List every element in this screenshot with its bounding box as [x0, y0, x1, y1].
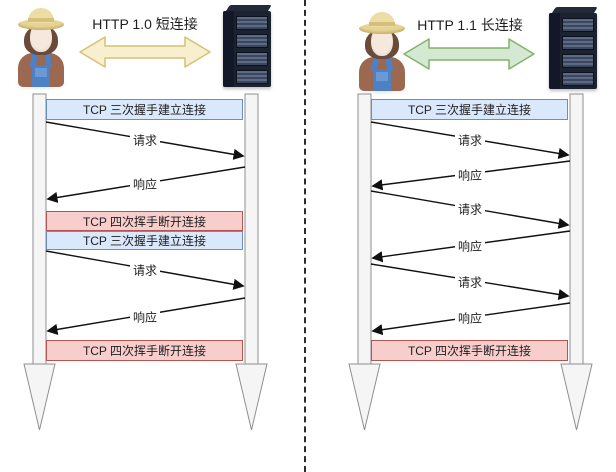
down-arrow-icon	[235, 363, 268, 431]
client-farmer-icon	[11, 5, 71, 91]
straw-hat-brim	[18, 19, 64, 30]
message-label-request: 请求	[454, 273, 486, 291]
left-panel-title: HTTP 1.0 短连接	[92, 16, 198, 32]
overall-bib	[376, 72, 388, 81]
tcp-connect-box: TCP 三次握手建立连接	[371, 99, 568, 120]
server-rack-icon	[221, 4, 275, 92]
message-label-response: 响应	[454, 309, 486, 327]
straw-hat-band	[369, 22, 395, 26]
lifeline-server-left	[244, 93, 259, 365]
down-arrow-icon	[348, 363, 381, 431]
server-side-panel	[223, 11, 234, 87]
lifeline-client-right	[357, 93, 372, 365]
down-arrow-icon	[23, 363, 56, 431]
server-drive-bay	[236, 52, 268, 66]
tcp-disconnect-box: TCP 四次挥手断开连接	[371, 340, 568, 361]
server-drive-bay	[562, 36, 594, 50]
message-label-response: 响应	[454, 237, 486, 255]
server-side-panel	[549, 13, 560, 89]
overall-bib	[35, 68, 47, 77]
tcp-disconnect-box: TCP 四次挥手断开连接	[46, 340, 243, 361]
message-label-request: 请求	[129, 261, 161, 279]
message-label-request: 请求	[454, 200, 486, 218]
panel-divider	[304, 0, 306, 472]
client-farmer-icon	[352, 9, 412, 95]
tcp-disconnect-box: TCP 四次挥手断开连接	[46, 211, 243, 231]
message-label-response: 响应	[454, 166, 486, 184]
tcp-connect-box: TCP 三次握手建立连接	[46, 231, 243, 250]
server-drive-bay	[236, 16, 268, 30]
message-label-request: 请求	[454, 131, 486, 149]
server-drive-bay	[562, 54, 594, 68]
right-panel-title: HTTP 1.1 长连接	[417, 17, 523, 33]
server-drive-bay	[562, 18, 594, 32]
lifeline-server-right	[569, 93, 584, 365]
message-label-response: 响应	[129, 175, 161, 193]
straw-hat-brim	[359, 23, 405, 34]
message-label-request: 请求	[129, 131, 161, 149]
server-rack-icon	[547, 6, 601, 94]
green-double-arrow-icon	[403, 38, 535, 70]
server-drive-bay	[562, 72, 594, 86]
down-arrow-icon	[560, 363, 593, 431]
tcp-connect-box: TCP 三次握手建立连接	[46, 99, 243, 120]
message-label-response: 响应	[129, 308, 161, 326]
lifeline-client-left	[32, 93, 47, 365]
straw-hat-band	[28, 18, 54, 22]
yellow-double-arrow-icon	[79, 36, 211, 68]
server-drive-bay	[236, 34, 268, 48]
server-drive-bay	[236, 70, 268, 84]
